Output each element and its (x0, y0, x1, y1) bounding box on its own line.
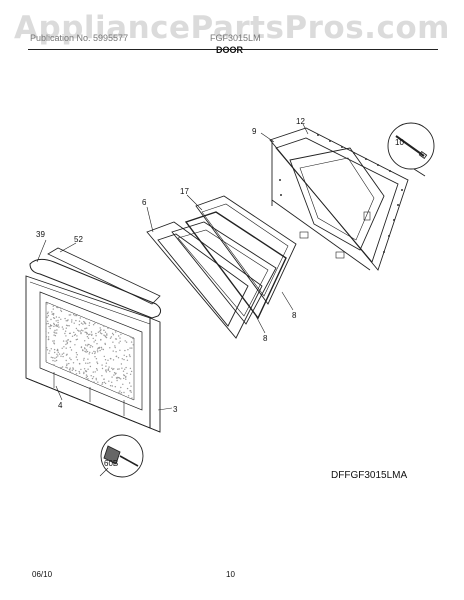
header-rule (28, 49, 438, 50)
publication-number: Publication No. 5995577 (30, 33, 129, 43)
glass-texture (45, 303, 134, 399)
door-frame-part (146, 221, 263, 339)
footer-page-number: 10 (226, 570, 235, 579)
leader-lines (36, 123, 309, 477)
screw-detail (100, 434, 144, 478)
window-pack-part (171, 195, 297, 325)
door-liner-part (269, 127, 409, 271)
model-number: FGF3015LM (210, 33, 261, 43)
callout-8-lower: 8 (263, 334, 268, 343)
footer-date: 06/10 (32, 570, 53, 579)
callout-4: 4 (58, 401, 63, 410)
section-title: DOOR (216, 45, 243, 55)
callout-17: 17 (180, 187, 189, 196)
callout-8-upper: 8 (292, 311, 297, 320)
figure-code: DFFGF3015LMA (331, 470, 408, 481)
callout-10: 10 (395, 138, 404, 147)
callout-52: 52 (74, 235, 83, 244)
callout-60b: 60B (104, 459, 118, 468)
hinge-detail (387, 122, 435, 177)
callout-6: 6 (142, 198, 147, 207)
callout-9: 9 (252, 127, 257, 136)
callout-3: 3 (173, 405, 178, 414)
outer-door-part (25, 247, 162, 433)
watermark-text: AppliancePartsPros.com (14, 10, 450, 46)
callout-39: 39 (36, 230, 45, 239)
callout-labels: 9 12 10 17 6 39 52 8 8 4 3 60B (36, 117, 404, 468)
callout-12: 12 (296, 117, 305, 126)
